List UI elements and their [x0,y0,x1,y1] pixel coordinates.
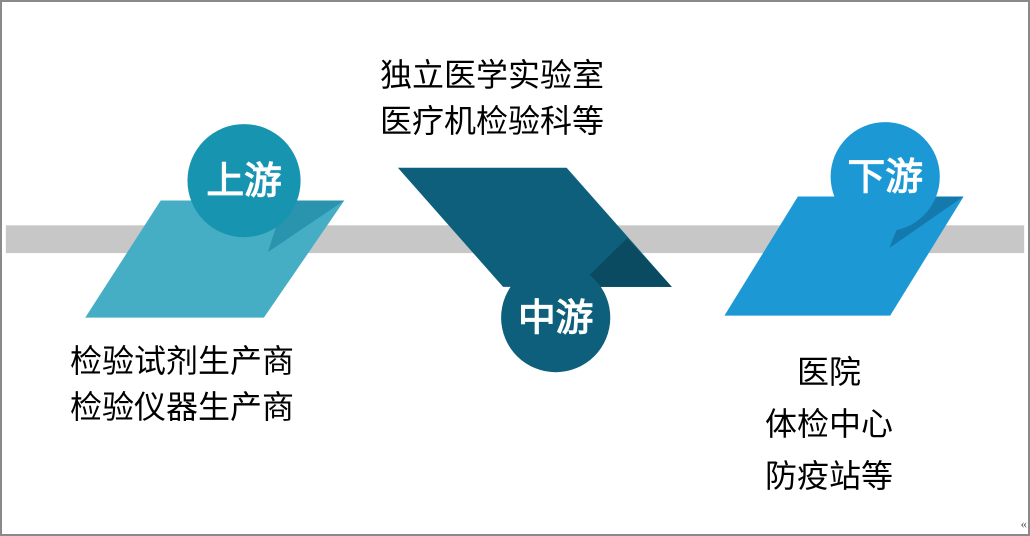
upstream-circle [187,124,301,238]
upstream-description-line1: 检验试剂生产商 [69,343,294,379]
upstream-circle-label: 上游 [206,161,281,203]
midstream-ribbon-fold [577,238,672,287]
upstream-description: 检验试剂生产商 检验仪器生产商 [22,338,342,430]
midstream-description: 独立医学实验室 医疗机检验科等 [332,52,652,144]
downstream-description-line2: 体检中心 [764,406,893,442]
midstream-circle [501,263,611,373]
midstream-description-line2: 医疗机检验科等 [379,103,604,139]
corner-mark: « [1020,516,1028,531]
midstream-description-line1: 独立医学实验室 [379,57,604,93]
downstream-circle [830,122,940,232]
midstream-ribbon [397,167,672,287]
upstream-description-line2: 检验仪器生产商 [69,389,294,425]
downstream-description: 医院 体检中心 防疫站等 [699,346,959,502]
downstream-circle-label: 下游 [848,157,923,199]
downstream-description-line1: 医院 [796,354,861,390]
downstream-description-line3: 防疫站等 [764,458,893,494]
midstream-circle-label: 中游 [518,298,593,340]
